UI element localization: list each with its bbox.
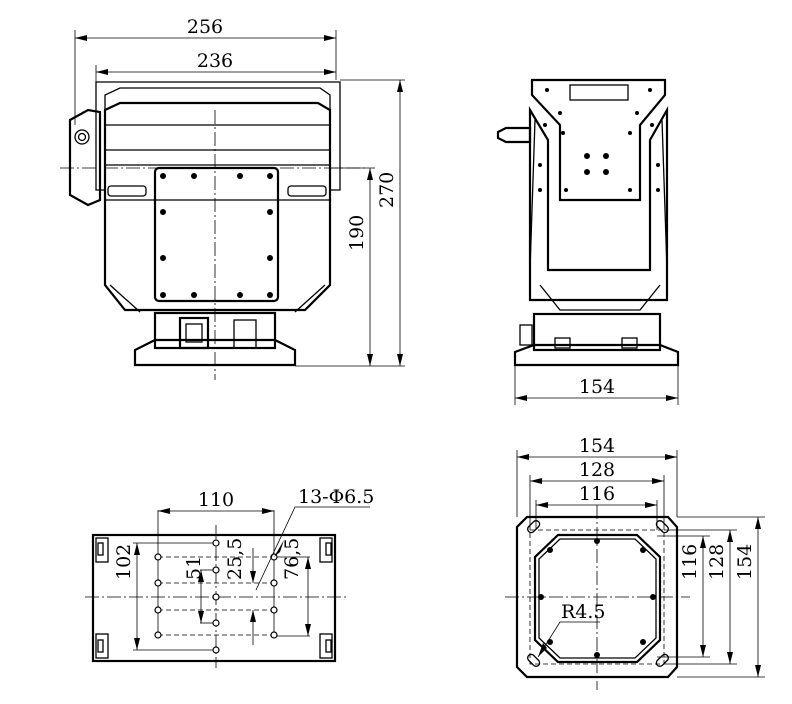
dim-51-label: 51 (183, 556, 205, 580)
side-view: 154 (496, 78, 680, 405)
dim-102-label: 102 (113, 544, 135, 580)
dim-110-label: 110 (198, 489, 234, 511)
dim-25-5-label: 25,5 (224, 538, 246, 580)
panel-screws (160, 173, 273, 298)
dim-190-label: 190 (346, 215, 368, 251)
mount-holes (154, 539, 278, 654)
base-view: 154 128 116 116 128 154 R4.5 (505, 435, 765, 690)
hole-note-label: 13-Φ6.5 (298, 486, 374, 508)
dim-76-5-label: 76,5 (281, 538, 303, 580)
dim-128-top-label: 128 (579, 459, 615, 481)
slot-holes (527, 520, 669, 667)
dim-128-side-label: 128 (706, 544, 728, 580)
front-view: 256 236 270 190 (60, 16, 405, 380)
dim-116-side-label: 116 (679, 544, 701, 580)
dim-154-top-label: 154 (579, 435, 615, 457)
side-screws (538, 88, 660, 192)
radius-label: R4.5 (561, 601, 606, 623)
dim-236-label: 236 (197, 50, 233, 72)
mounting-hole-view: 110 13-Φ6.5 102 51 25,5 76,5 (85, 486, 374, 668)
dim-256-label: 256 (187, 16, 223, 38)
dim-270-label: 270 (376, 172, 398, 208)
dim-154-v-label: 154 (734, 544, 756, 580)
dim-154-side-label: 154 (579, 376, 615, 398)
dim-116-top-label: 116 (579, 483, 615, 505)
